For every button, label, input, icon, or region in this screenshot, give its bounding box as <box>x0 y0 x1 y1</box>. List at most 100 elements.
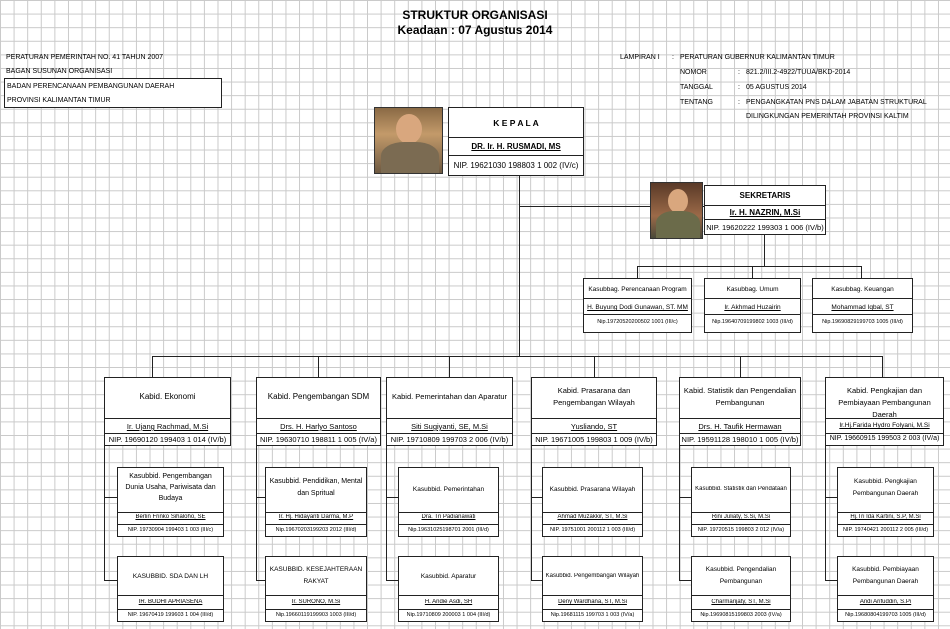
agency-box: BADAN PERENCANAAN PEMBANGUNAN DAERAH PRO… <box>4 78 222 108</box>
subbid-tick-5b <box>679 580 691 581</box>
kabid-nip: NIP. 19710809 199703 2 006 (IV/b) <box>390 435 509 444</box>
kabid-name: Drs. H. Taufik Hermawan <box>698 422 782 431</box>
kasubbid-title: KASUBBID. SDA DAN LH <box>132 573 209 580</box>
kasubbid-name: H. Andie Asdi, SH <box>424 599 473 605</box>
kabid-drop-4 <box>594 356 595 377</box>
kasubbid-box-2-1: KASUBBID. SDA DAN LH IR. BUDHI APRIASENA… <box>117 556 224 622</box>
kasubbid-name: Rini Juliaty, S.Si, M.Si <box>711 514 771 520</box>
kasubbid-name: Berlin Frinko Sihaloho, SE <box>135 514 206 520</box>
subbid-spine-1 <box>104 446 105 581</box>
subbid-tick-2a <box>256 497 265 498</box>
tanggal-value: 05 AGUSTUS 2014 <box>746 84 807 91</box>
kabid-box-pemerintahan: Kabid. Pemerintahan dan Aparatur Siti Su… <box>386 377 513 446</box>
nomor-colon: : <box>738 69 740 76</box>
regulation-text: PERATURAN PEMERINTAH NO. 41 TAHUN 2007 <box>6 54 164 61</box>
kasubbid-title: Kasubbid. Prasarana Wilayah <box>549 486 636 493</box>
subbid-spine-2 <box>256 446 257 581</box>
kasubbid-box-2-6: Kasubbid. Pembiayaan Pembangunan Daerah … <box>837 556 934 622</box>
kepala-name: DR. Ir. H. RUSMADI, MS <box>471 142 561 151</box>
nomor-label: NOMOR <box>680 69 707 76</box>
kabid-nip: NIP. 19630710 198811 1 005 (IV/a) <box>260 435 377 444</box>
kasubbag-nip: Nip.19690829199703 1005 (III/d) <box>822 319 903 325</box>
kasubbag-name: Ir. Akhmad Huzairin <box>724 304 781 311</box>
kasubbid-nip: NIP. 19730904 199403 1 003 (III/c) <box>127 527 214 533</box>
subbid-tick-4b <box>531 580 542 581</box>
kasubbag-box-3: Kasubbag. Keuangan Mohammad Iqbal, ST Ni… <box>812 278 913 333</box>
kasubbag-title: Kasubbag. Perencanaan Program <box>588 286 687 293</box>
kasubbid-box-1-4: Kasubbid. Prasarana Wilayah Ahmad Muzakk… <box>542 467 643 537</box>
kasubbid-box-1-6: Kasubbid. Pengkajian Pembangunan Daerah … <box>837 467 934 537</box>
sekretaris-photo <box>650 182 703 239</box>
kasubbid-title: Kasubbid. Pendidikan, Mental dan Spritua… <box>269 478 363 497</box>
kabid-name: Ir.Hj.Farida Hydro Folyani, M.Si <box>839 422 930 429</box>
tentang-label: TENTANG <box>680 99 713 106</box>
kasubbag-title: Kasubbag. Keuangan <box>831 286 894 293</box>
kabid-title: Kabid. Pengkajian dan Pembiayaan Pembang… <box>838 386 931 419</box>
subbid-spine-6 <box>825 446 826 581</box>
kepala-box: K E P A L A DR. Ir. H. RUSMADI, MS NIP. … <box>448 107 584 176</box>
kabid-title: Kabid. Pengembangan SDM <box>267 392 370 401</box>
agency-text: BADAN PERENCANAAN PEMBANGUNAN DAERAH <box>7 83 175 90</box>
kasubbag-nip: Nip.19640709199802 1003 (III/d) <box>712 319 793 325</box>
kasubbid-box-1-3: Kasubbid. Pemerintahan Dra. Tri Padianaw… <box>398 467 499 537</box>
kepala-nip: NIP. 19621030 198803 1 002 (IV/c) <box>453 161 579 170</box>
subbid-spine-3 <box>386 446 387 581</box>
kasubbid-box-1-2: Kasubbid. Pendidikan, Mental dan Spritua… <box>265 467 367 537</box>
subbid-tick-2b <box>256 580 265 581</box>
tanggal-label: TANGGAL <box>680 84 713 91</box>
kabid-bus-line <box>152 356 882 357</box>
subbid-tick-6b <box>825 580 837 581</box>
subbid-tick-4a <box>531 497 542 498</box>
kasubbid-name: IR. BUDHI APRIASENA <box>138 599 203 605</box>
kabid-drop-2 <box>318 356 319 377</box>
kabid-drop-6 <box>882 356 883 377</box>
lampiran-label: LAMPIRAN I <box>620 54 660 61</box>
kabid-drop-5 <box>740 356 741 377</box>
kepala-title: K E P A L A <box>493 118 539 128</box>
kasubbid-nip: Nip.19710809 200003 1 004 (III/d) <box>406 612 491 618</box>
kabid-nip: NIP. 19660915 199503 2 003 (IV/a) <box>829 435 940 442</box>
kasubbid-nip: Nip.19670203199203 2012 (III/d) <box>275 527 357 533</box>
kabid-name: Ir. Ujang Rachmad, M.Si <box>126 422 209 431</box>
kabid-nip: NIP. 19591128 198010 1 005 (IV/b) <box>681 435 799 444</box>
kasubbid-box-2-4: Kasubbid. Pengembangan Wilayah Deny Ward… <box>542 556 643 622</box>
kasubbid-box-2-2: KASUBBID. KESEJAHTERAAN RAKYAT Ir. SURON… <box>265 556 367 622</box>
subbid-spine-5 <box>679 446 680 581</box>
kasubbag-drop-1 <box>637 266 638 278</box>
chart-title: STRUKTUR ORGANISASI <box>402 8 548 22</box>
chart-label-text: BAGAN SUSUNAN ORGANISASI <box>6 68 113 75</box>
kasubbag-box-1: Kasubbag. Perencanaan Program H. Buyung … <box>583 278 692 333</box>
kasubbid-title: Kasubbid. Statistik dan Pendataan <box>695 486 787 492</box>
nomor-value: 821.2/III.2-4922/TUUA/BKD-2014 <box>746 69 851 76</box>
main-trunk-line <box>519 176 520 356</box>
kasubbid-nip: Nip.19690815199803 2003 (IV/a) <box>700 612 782 618</box>
kasubbid-name: Dra. Tri Padianawati <box>421 514 476 520</box>
kabid-box-statistik: Kabid. Statistik dan Pengendalian Pemban… <box>679 377 801 446</box>
kasubbid-title: Kasubbid. Pemerintahan <box>412 486 485 493</box>
kasubbid-name: Deny Wardhana, ST, M.Si <box>558 599 627 605</box>
subbid-tick-3b <box>386 580 398 581</box>
subbid-tick-5a <box>679 497 691 498</box>
kasubbid-box-1-1: Kasubbid. Pengembangan Dunia Usaha, Pari… <box>117 467 224 537</box>
kasubbid-name: Ir. Hj. Hidayanti Darma, M.P <box>278 514 354 520</box>
kabid-nip: NIP. 19690120 199403 1 014 (IV/b) <box>108 435 227 444</box>
kasubbag-bus-line <box>637 266 861 267</box>
kasubbid-title: KASUBBID. KESEJAHTERAAN RAKYAT <box>269 566 363 585</box>
kabid-title: Kabid. Pemerintahan dan Aparatur <box>391 392 508 401</box>
sekretaris-name: Ir. H. NAZRIN, M.Si <box>729 208 801 217</box>
kasubbid-nip: NIP. 19751001 200112 1 003 (III/d) <box>549 527 636 533</box>
kabid-nip: NIP. 19671005 199803 1 009 (IV/b) <box>535 435 653 444</box>
lampiran-value: PERATURAN GUBERNUR KALIMANTAN TIMUR <box>680 54 835 61</box>
tentang-value-1: PENGANGKATAN PNS DALAM JABATAN STRUKTURA… <box>746 99 927 106</box>
kasubbid-nip: NIP. 19670419 199603 1 004 (III/d) <box>127 612 214 618</box>
subbid-tick-6a <box>825 497 837 498</box>
kabid-name: Yusliando, ST <box>570 422 618 431</box>
kasubbid-name: Ahmad Muzakkir, ST, M.Si <box>557 514 628 520</box>
kabid-title: Kabid. Prasarana dan Pengembangan Wilaya… <box>553 386 635 407</box>
kasubbid-title: Kasubbid. Pengkajian Pembangunan Daerah <box>852 478 919 497</box>
kasubbid-nip: Nip.19660119199903 1003 (III/d) <box>275 612 357 618</box>
sekretaris-box: SEKRETARIS Ir. H. NAZRIN, M.Si NIP. 1962… <box>704 185 826 235</box>
kasubbid-box-1-5: Kasubbid. Statistik dan Pendataan Rini J… <box>691 467 791 537</box>
chart-date: Keadaan : 07 Agustus 2014 <box>397 23 553 37</box>
kabid-drop-3 <box>449 356 450 377</box>
